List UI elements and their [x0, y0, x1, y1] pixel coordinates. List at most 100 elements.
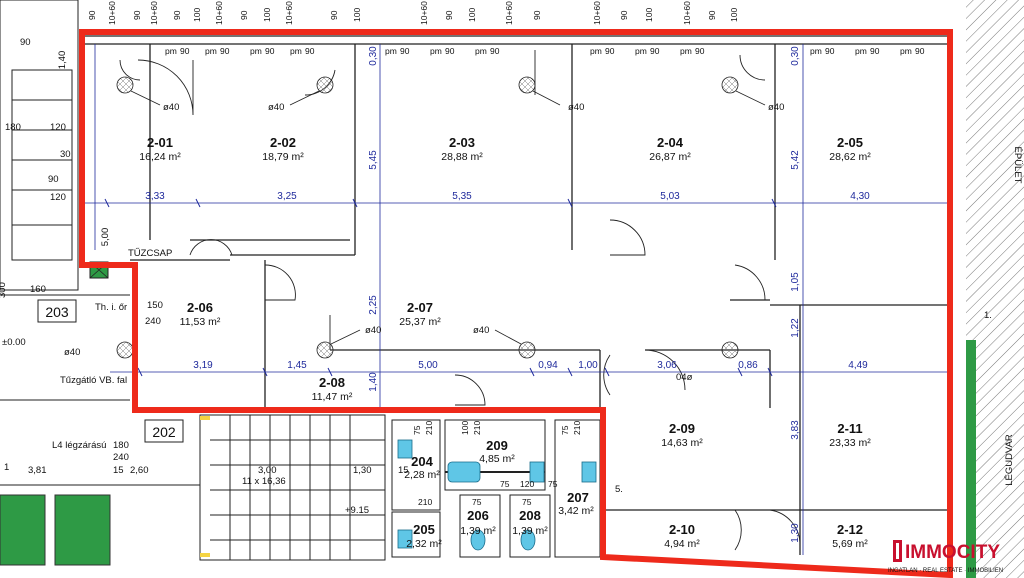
dimension: 240: [113, 452, 129, 463]
dimension: 1,40: [57, 51, 68, 70]
sanitary-fixtures: [397, 439, 597, 551]
ruler-label: 90: [619, 10, 629, 20]
dimension-lines: [85, 44, 950, 555]
dimension: 210: [572, 421, 582, 435]
pm-label: pm: [635, 46, 647, 56]
dimension: 5,03: [660, 191, 680, 202]
room-id: 2-04: [657, 135, 684, 150]
dimension: 5,45: [368, 150, 379, 170]
room-202-label: 202: [152, 424, 176, 440]
ruler-label: 10+60: [419, 1, 429, 25]
dimension: 300: [0, 282, 8, 298]
room-id: 2-08: [319, 375, 345, 390]
elevation-label: ±0.00: [2, 337, 26, 348]
right-hatched-area: [966, 0, 1024, 578]
dimension: 240: [145, 316, 161, 327]
room-id: 204: [411, 454, 433, 469]
room-id: 2-01: [147, 135, 173, 150]
ruler-label: 100: [352, 8, 362, 22]
room-id: 207: [567, 490, 589, 505]
dimension-ticks: [104, 198, 777, 377]
room-id: 2-03: [449, 135, 475, 150]
sprinkler-labels: ø40 ø40 ø40 ø40 ø40 ø40 ø40 04ø: [64, 102, 784, 383]
phi-label: ø40: [365, 325, 381, 336]
dimensions-row-1: 3,33 3,25 5,35 5,03 4,30: [145, 191, 870, 202]
pm-label: pm: [900, 46, 912, 56]
pm-90: 90: [650, 46, 660, 56]
ruler-label: 10+60: [214, 1, 224, 25]
phi-label-reversed: 04ø: [676, 372, 693, 383]
room-area: 28,62 m²: [829, 151, 871, 163]
room-203-label: 203: [45, 304, 69, 320]
room-labels: 2-01 16,24 m² 2-02 18,79 m² 2-03 28,88 m…: [139, 135, 871, 550]
pm-label: pm: [430, 46, 442, 56]
ruler-label: 10+60: [592, 1, 602, 25]
elevation-label: +9.15: [345, 505, 369, 516]
room-area: 11,53 m²: [180, 316, 221, 328]
dimension: 1,00: [578, 360, 598, 371]
ruler-label: 10+60: [504, 1, 514, 25]
top-ruler: 90 10+60 90 10+60 90 100 10+60 90 100 10…: [87, 1, 739, 25]
room-area: 25,37 m²: [399, 316, 441, 328]
ruler-label: 90: [707, 10, 717, 20]
building-label: ÉPÜLET: [1012, 147, 1023, 184]
dimension: 2,25: [368, 295, 379, 315]
dimension: Th. i. őr: [95, 302, 127, 313]
room-id: 2-05: [837, 135, 863, 150]
dimension: 3,19: [193, 360, 213, 371]
dimension: 75: [560, 425, 570, 435]
dimension: 4,49: [848, 360, 868, 371]
pm-label: pm: [680, 46, 692, 56]
ruler-label: 90: [329, 10, 339, 20]
room-area: 28,88 m²: [441, 151, 483, 163]
dimension: 2,60: [130, 465, 149, 476]
room-id: 2-12: [837, 522, 863, 537]
logo-tagline: INGATLAN · REAL ESTATE · IMMOBILIEN: [888, 568, 1003, 574]
dimension: 1,05: [790, 272, 801, 292]
dimension: 90: [48, 174, 59, 185]
pm-90: 90: [825, 46, 835, 56]
ruler-label: 10+60: [149, 1, 159, 25]
dimension: 1,30: [790, 523, 801, 543]
dimension: 3,81: [28, 465, 47, 476]
dimension: 0,30: [790, 46, 801, 66]
dimension: 120: [50, 192, 66, 203]
pm-90: 90: [605, 46, 615, 56]
dimension: 0,30: [368, 46, 379, 66]
pm-label: pm: [475, 46, 487, 56]
grid-mark: 5.: [615, 484, 623, 495]
room-area: 16,24 m²: [139, 151, 181, 163]
pm-90: 90: [220, 46, 230, 56]
pm-label: pm: [250, 46, 262, 56]
pm-90: 90: [445, 46, 455, 56]
sprinkler-symbols: [116, 76, 766, 359]
left-building-outline: [0, 0, 200, 566]
stair-core: [199, 414, 601, 561]
room-id: 2-10: [669, 522, 695, 537]
dimension: 3,83: [790, 420, 801, 440]
ruler-label: 90: [532, 10, 542, 20]
dimensions-vertical: 5,45 5,42 2,25 1,40 1,05 1,22 3,83 1,30 …: [57, 46, 801, 543]
room-id: 208: [519, 508, 541, 523]
dimension: 1,22: [790, 318, 801, 338]
phi-label: ø40: [64, 347, 80, 358]
ruler-label: 100: [729, 8, 739, 22]
lease-boundary: [79, 29, 953, 578]
pm-90: 90: [180, 46, 190, 56]
misc-labels: TŰZCSAP Tűzgátló VB. fal L4 légzárású ÉP…: [0, 37, 1023, 516]
ruler-label: 90: [87, 10, 97, 20]
room-area: 5,69 m²: [832, 538, 868, 550]
brand-logo: IMMOCITY INGATLAN · REAL ESTATE · IMMOBI…: [888, 542, 1003, 574]
room-area: 2,28 m²: [404, 469, 440, 481]
stair-label: 11 x 16,36: [242, 476, 286, 487]
dimension: 120: [520, 479, 534, 489]
ruler-label: 90: [172, 10, 182, 20]
room-area: 3,42 m²: [558, 505, 594, 517]
pm-labels: pm 90 pm 90 pm 90 pm 90 pm 90 pm 90 pm 9…: [165, 46, 925, 56]
ruler-label: 10+60: [284, 1, 294, 25]
phi-label: ø40: [163, 102, 179, 113]
dimension: 0,86: [738, 360, 758, 371]
ruler-label: 100: [192, 8, 202, 22]
